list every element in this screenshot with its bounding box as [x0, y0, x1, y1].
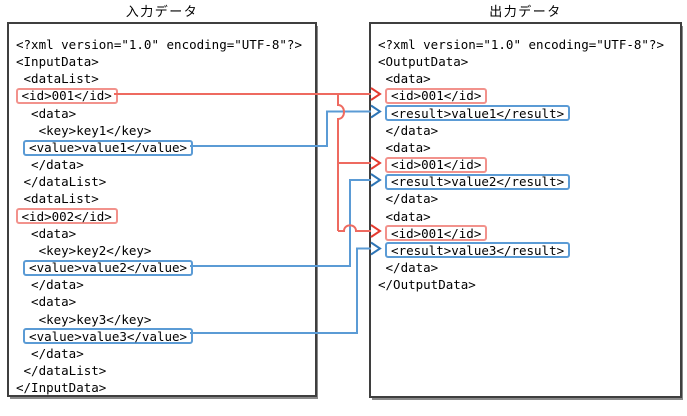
red-mapping-line-branch3 [338, 224, 371, 232]
code-line: </dataList> [23, 174, 107, 190]
code-line: <data> [31, 225, 77, 241]
code-line: <data> [31, 294, 77, 310]
code-line: <result>value1</result> [378, 105, 680, 122]
value-highlight-box: <value>value1</value> [23, 139, 194, 156]
code-line: <id>001</id> [378, 225, 680, 242]
code-line: <dataList> [23, 191, 99, 207]
code-line: </data> [385, 260, 439, 276]
id-highlight-box: <id>001</id> [15, 88, 118, 105]
code-line: <value>value3</value> [16, 328, 315, 345]
code-line: <data> [385, 71, 431, 87]
id-highlight-box: <id>002</id> [15, 208, 118, 225]
id-highlight-box: <id>001</id> [385, 88, 488, 105]
output-panel-title: 出力データ [489, 5, 562, 20]
code-line: <data> [385, 208, 431, 224]
value-highlight-box: <value>value3</value> [23, 328, 194, 345]
code-line: <id>001</id> [378, 87, 680, 105]
id-highlight-box: <id>001</id> [385, 156, 488, 173]
code-line: </data> [31, 157, 84, 173]
code-line: <key>key2</key> [38, 242, 152, 258]
code-line: <?xml version="1.0" encoding="UTF-8"?> [378, 37, 664, 52]
code-line: <InputData> [16, 54, 99, 70]
code-line: </data> [385, 191, 439, 207]
value-highlight-box: <result>value1</result> [385, 105, 571, 122]
code-line: <id>002</id> [15, 208, 315, 225]
code-line: <id>001</id> [15, 87, 315, 105]
code-line: <?xml version="1.0" encoding="UTF-8"?> [16, 37, 302, 52]
code-line: <value>value1</value> [16, 139, 315, 156]
code-line: </InputData> [16, 380, 107, 396]
code-line: <data> [385, 139, 431, 155]
code-line: </OutputData> [378, 277, 476, 293]
code-line: </data> [31, 277, 84, 293]
code-line: <key>key3</key> [38, 311, 152, 327]
value-highlight-box: <value>value2</value> [23, 259, 194, 276]
code-line: <data> [31, 105, 77, 121]
code-line: <value>value2</value> [16, 259, 315, 276]
code-line: </dataList> [23, 362, 107, 378]
value-highlight-box: <result>value2</result> [385, 173, 571, 190]
code-line: <key>key1</key> [38, 122, 152, 138]
code-line: <dataList> [23, 71, 99, 87]
code-line: <OutputData> [378, 54, 469, 70]
red-mapping-line-branch [337, 94, 345, 231]
code-line: </data> [385, 122, 439, 138]
input-panel-title: 入力データ [125, 5, 199, 20]
code-line: </data> [31, 345, 84, 361]
output-xml-panel: <?xml version="1.0" encoding="UTF-8"?> <O… [369, 22, 682, 398]
code-line: <result>value3</result> [378, 242, 680, 259]
code-line: <result>value2</result> [378, 173, 680, 190]
input-xml-panel: <?xml version="1.0" encoding="UTF-8"?> <I… [7, 22, 317, 397]
value-highlight-box: <result>value3</result> [385, 242, 571, 259]
code-line: <id>001</id> [378, 156, 680, 173]
id-highlight-box: <id>001</id> [385, 225, 488, 242]
